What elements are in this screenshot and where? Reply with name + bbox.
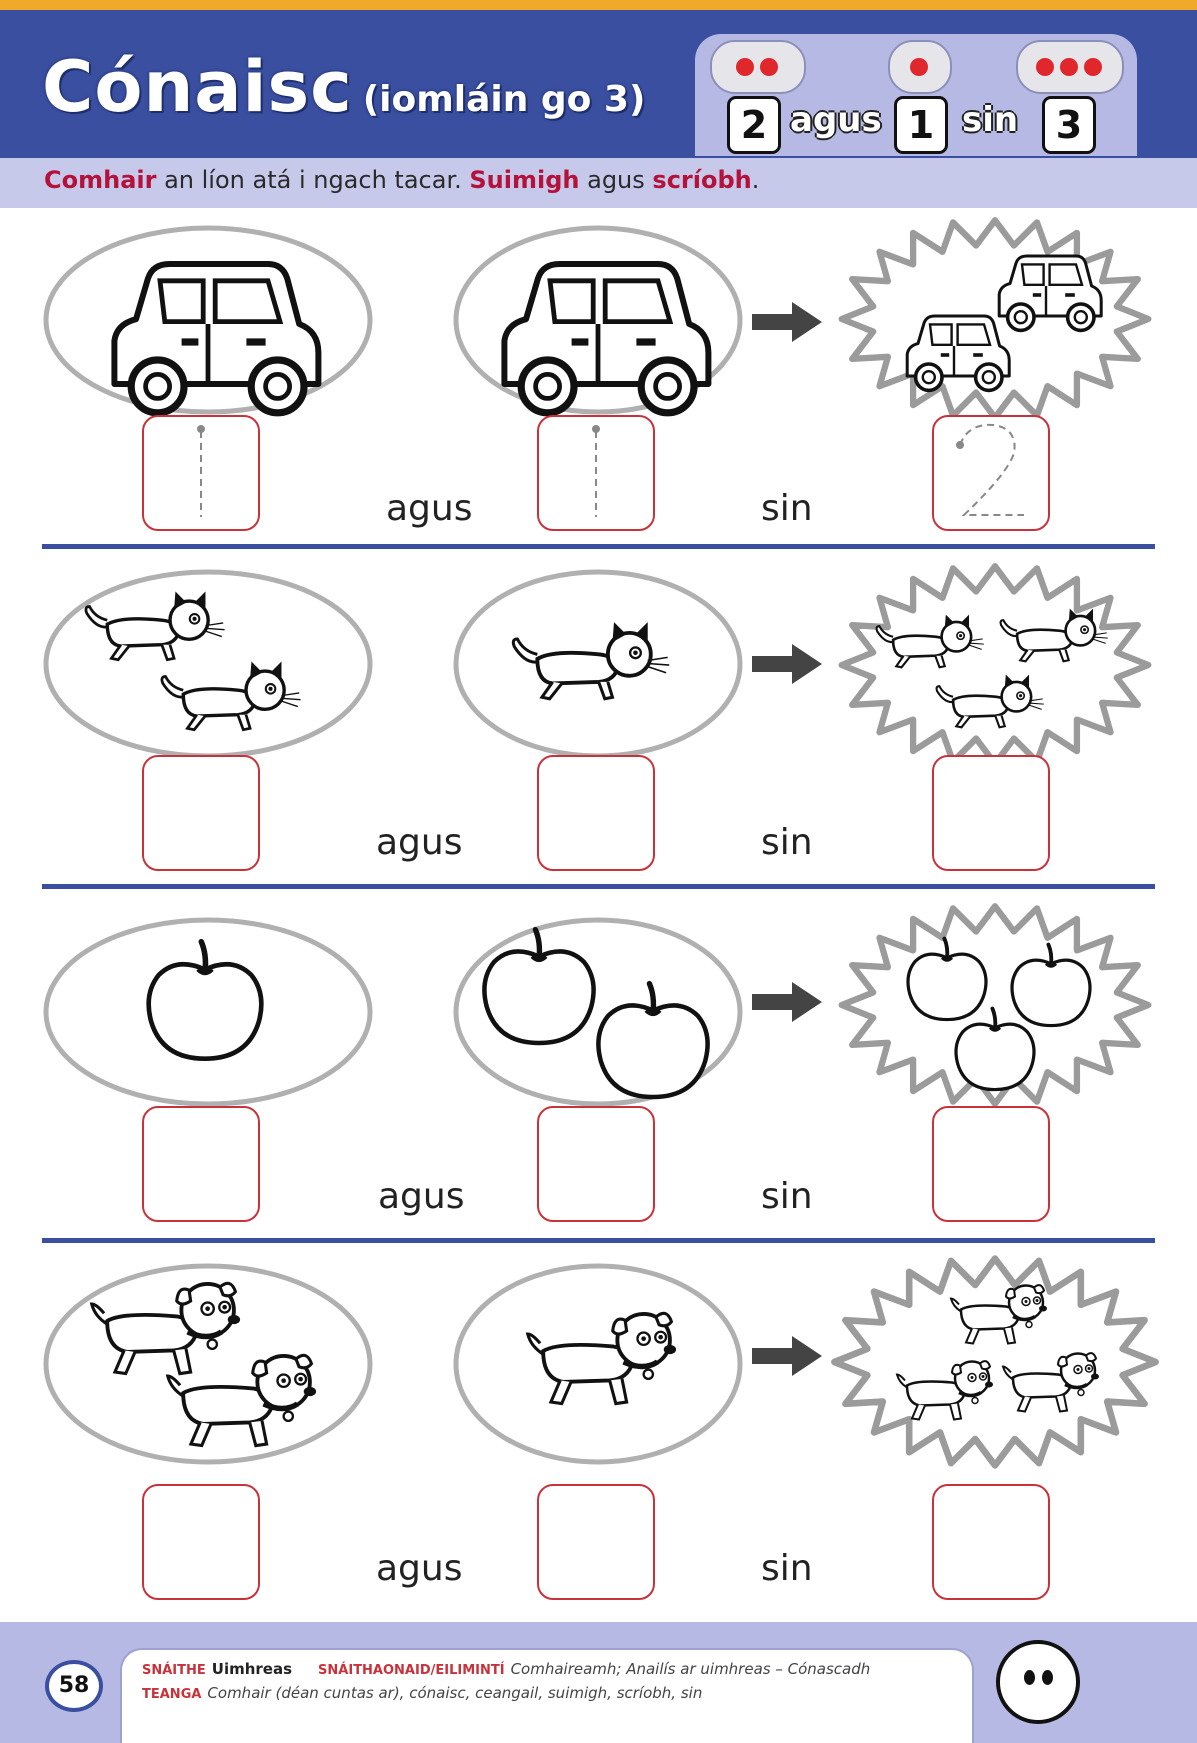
red-dot [736, 58, 754, 76]
word-agus: agus [378, 1176, 465, 1217]
answer-box-middle[interactable] [537, 1484, 655, 1600]
answer-box-middle[interactable] [537, 415, 655, 531]
answer-box-total[interactable] [932, 415, 1050, 531]
title-subtitle: (iomláin go 3) [362, 79, 646, 120]
language-value: Comhair (déan cuntas ar), cónaisc, ceang… [207, 1684, 703, 1702]
eye-icon [1024, 1670, 1035, 1685]
red-dot [1084, 58, 1102, 76]
row-illustration [43, 1252, 1197, 1602]
arrow-icon [752, 1336, 822, 1376]
instruction-text: Comhair an líon atá i ngach tacar. Suimi… [44, 166, 759, 194]
arrow-icon [752, 302, 822, 342]
instruction-verb-write: scríobh [652, 166, 752, 194]
strand-unit-label: SNÁITHAONAID/EILIMINTÍ [318, 1663, 505, 1678]
exercise-row-dogs: agus sin [0, 1252, 1197, 1602]
answer-box-total[interactable] [932, 1484, 1050, 1600]
page-number: 58 [45, 1660, 103, 1712]
strand-value: Uimhreas [211, 1660, 293, 1678]
example-dots-3 [1016, 40, 1124, 94]
word-sin: sin [761, 1548, 813, 1589]
top-accent-line [0, 0, 1197, 10]
page-title: Cónaisc(iomláin go 3) [42, 46, 645, 128]
example-number-second: 1 [894, 96, 948, 154]
answer-box-total[interactable] [932, 1106, 1050, 1222]
word-sin: sin [761, 488, 813, 529]
curriculum-info-card: SNÁITHE Uimhreas SNÁITHAONAID/EILIMINTÍ Com… [120, 1648, 974, 1743]
word-sin: sin [761, 1176, 813, 1217]
example-word-agus: agus [790, 100, 882, 140]
answer-box-left[interactable] [142, 415, 260, 531]
result-burst [842, 566, 1149, 763]
answer-box-left[interactable] [142, 755, 260, 871]
row-illustration [43, 210, 1197, 540]
trace-guide-1 [592, 425, 600, 517]
info-line-strand: SNÁITHE Uimhreas SNÁITHAONAID/EILIMINTÍ Com… [142, 1660, 870, 1678]
red-dot [760, 58, 778, 76]
red-dot [910, 58, 928, 76]
exercise-row-apples: agus sin [0, 900, 1197, 1230]
instruction-text-part: an líon atá i ngach tacar. [156, 166, 470, 194]
red-dot [1036, 58, 1054, 76]
info-line-language: TEANGA Comhair (déan cuntas ar), cónaisc,… [142, 1684, 702, 1702]
exercise-row-cats: agus sin [0, 560, 1197, 880]
title-main: Cónaisc [42, 46, 353, 128]
row-divider [42, 544, 1155, 549]
word-agus: agus [376, 822, 463, 863]
answer-box-total[interactable] [932, 755, 1050, 871]
answer-box-middle[interactable] [537, 755, 655, 871]
language-label: TEANGA [142, 1687, 202, 1702]
eye-icon [1042, 1670, 1053, 1685]
answer-box-left[interactable] [142, 1484, 260, 1600]
trace-guide-1 [197, 425, 205, 517]
instruction-band [0, 158, 1197, 208]
example-number-first: 2 [727, 96, 781, 154]
instruction-verb-add: Suimigh [469, 166, 580, 194]
answer-box-middle[interactable] [537, 1106, 655, 1222]
example-dots-1 [888, 40, 952, 94]
instruction-text-part: . [751, 166, 760, 194]
word-agus: agus [386, 488, 473, 529]
strand-unit-value: Comhaireamh; Anailís ar uimhreas – Cónas… [510, 1660, 871, 1678]
red-dot [1060, 58, 1078, 76]
arrow-icon [752, 982, 822, 1022]
instruction-verb-count: Comhair [44, 166, 157, 194]
answer-box-left[interactable] [142, 1106, 260, 1222]
trace-guide-2 [956, 423, 1024, 516]
row-divider [42, 884, 1155, 889]
example-dots-2 [710, 40, 806, 94]
example-word-sin: sin [962, 100, 1019, 140]
word-sin: sin [761, 822, 813, 863]
arrow-icon [752, 644, 822, 684]
result-burst [834, 1259, 1155, 1466]
row-illustration [43, 560, 1197, 880]
instruction-text-part: agus [579, 166, 653, 194]
row-divider [42, 1238, 1155, 1243]
row-illustration [43, 900, 1197, 1230]
exercise-row-cars: agus sin [0, 210, 1197, 540]
smiley-face-icon [996, 1640, 1080, 1724]
word-agus: agus [376, 1548, 463, 1589]
strand-label: SNÁITHE [142, 1663, 206, 1678]
set-oval-left [43, 569, 373, 759]
example-number-result: 3 [1042, 96, 1096, 154]
